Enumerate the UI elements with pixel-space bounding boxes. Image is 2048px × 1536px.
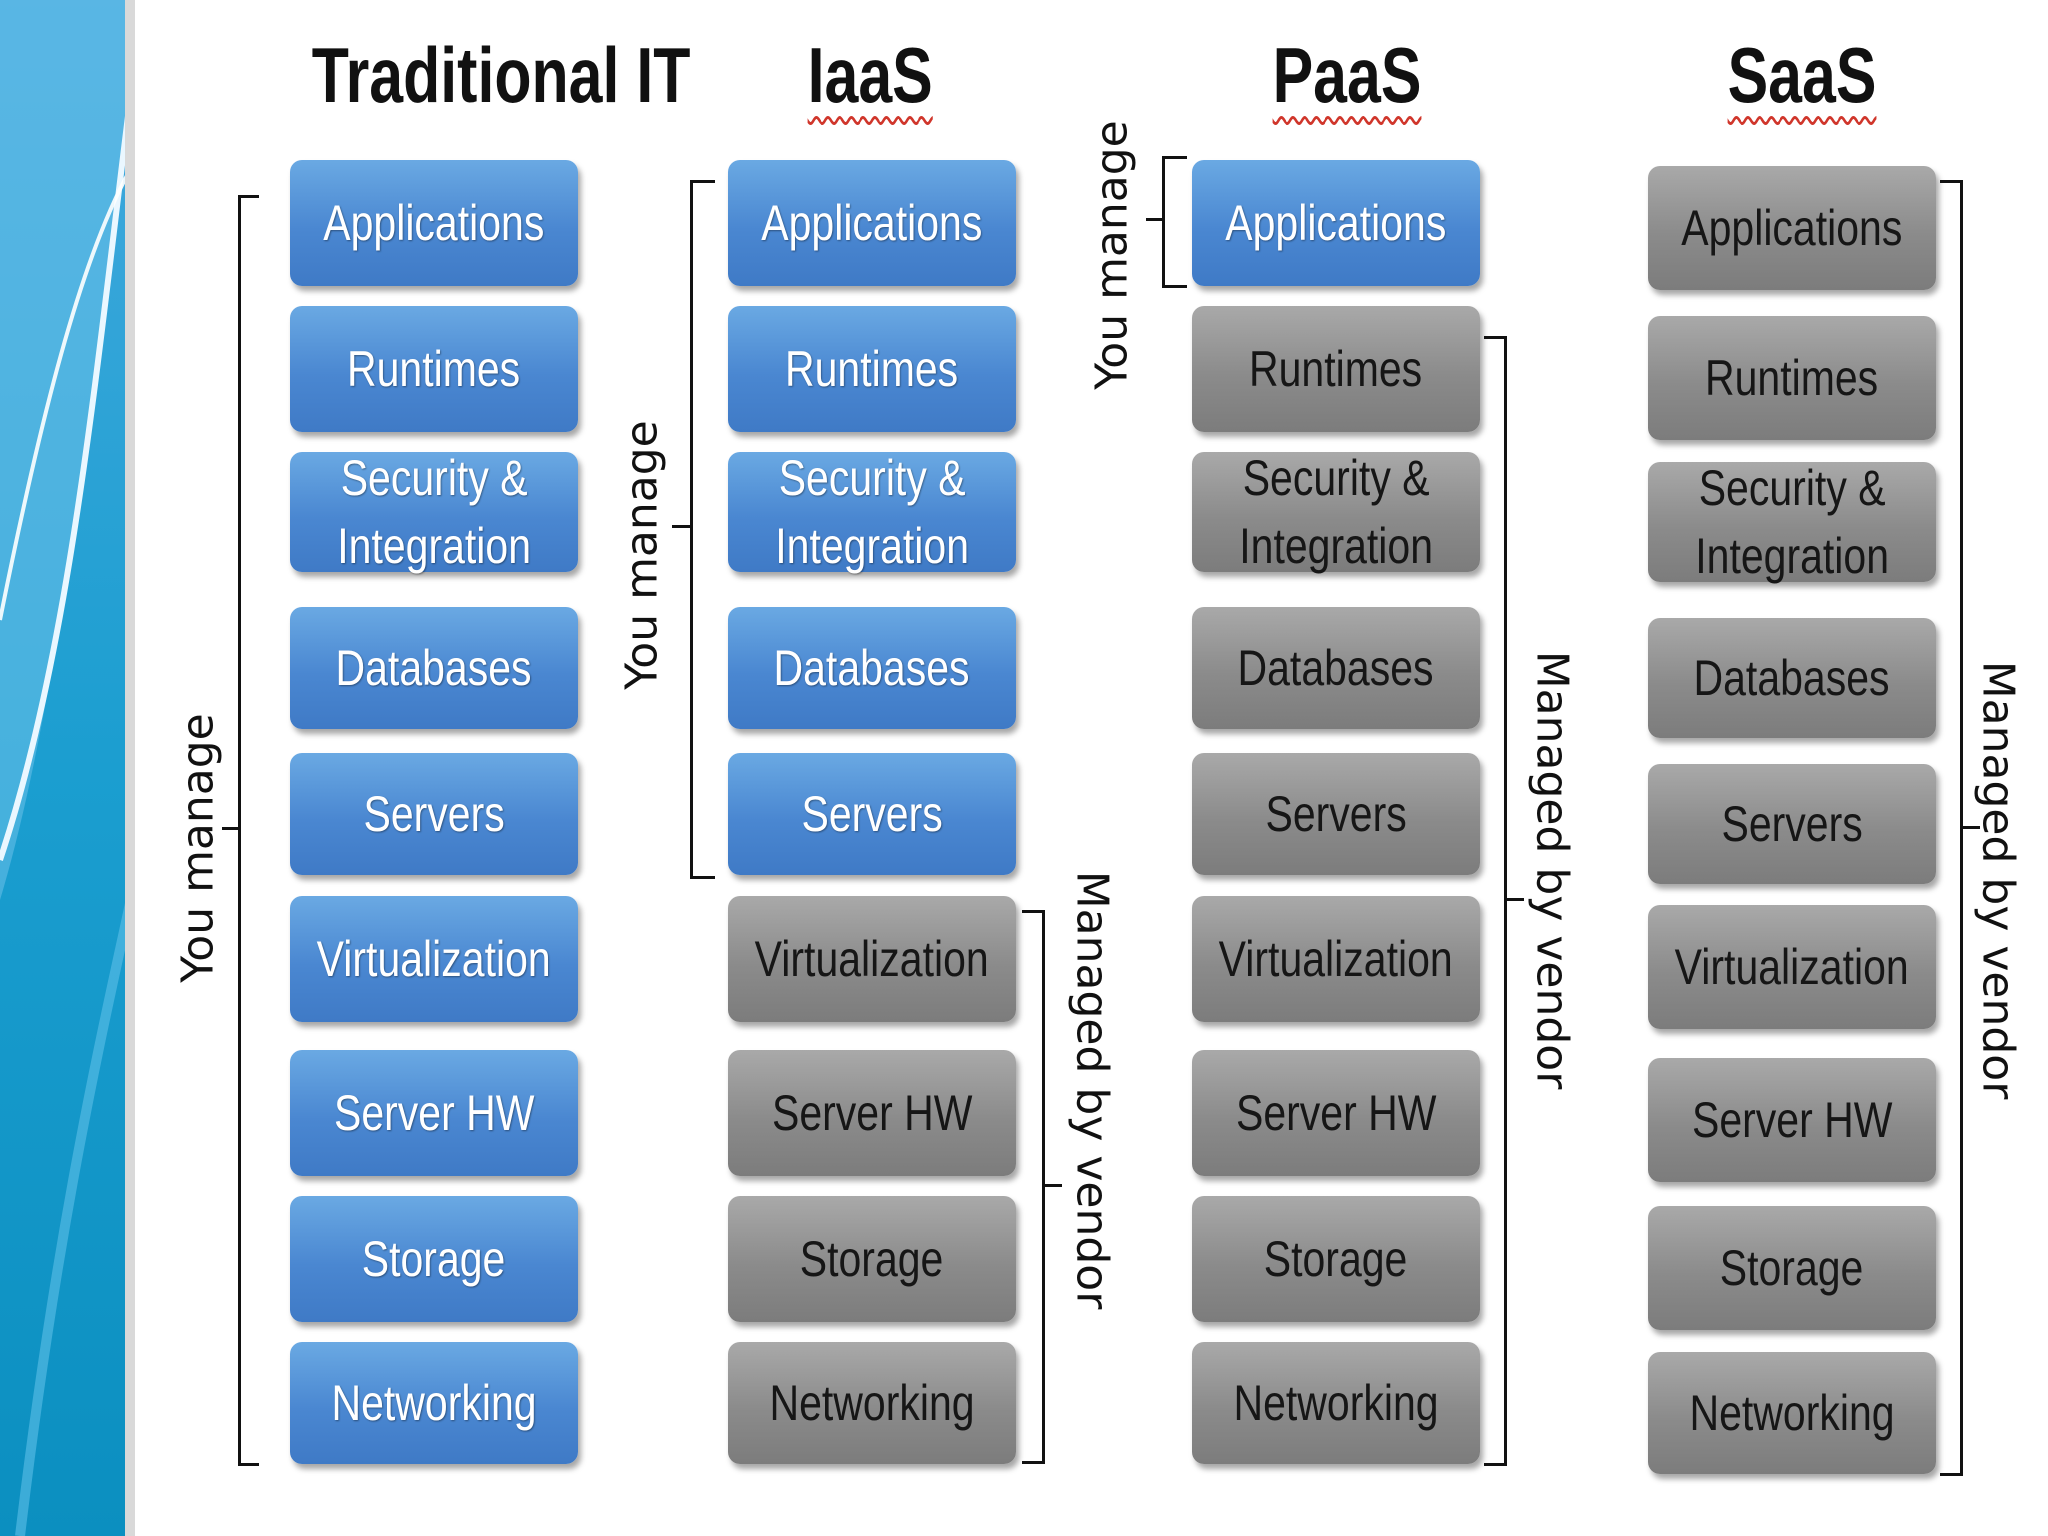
paas-server-hw-box: Server HW xyxy=(1192,1050,1480,1176)
iaas-servers-box: Servers xyxy=(728,753,1016,875)
paas-vendor-bracket xyxy=(1484,336,1507,1466)
bracket-tick xyxy=(1146,218,1164,221)
box-label: Security & Integration xyxy=(337,450,531,574)
saas-storage-box: Storage xyxy=(1648,1206,1936,1330)
title-traditional-it: Traditional IT xyxy=(311,31,691,119)
paas-servers-box: Servers xyxy=(1192,753,1480,875)
box-label: Server HW xyxy=(1235,1085,1437,1141)
box-label: Runtimes xyxy=(785,341,959,397)
box-label: Databases xyxy=(1693,650,1891,706)
trad-you-manage-bracket xyxy=(238,195,259,1466)
paas-networking-box: Networking xyxy=(1192,1342,1480,1464)
trad-server-hw-box: Server HW xyxy=(290,1050,578,1176)
paas-virtualization-box: Virtualization xyxy=(1192,896,1480,1022)
title-saas: SaaS xyxy=(1727,31,1877,119)
trad-servers-box: Servers xyxy=(290,753,578,875)
box-label: Servers xyxy=(1721,796,1863,852)
box-label: Networking xyxy=(331,1375,537,1431)
box-label: Virtualization xyxy=(1218,931,1453,987)
box-label: Databases xyxy=(1237,640,1435,696)
iaas-you-manage-bracket xyxy=(690,180,715,879)
box-label: Applications xyxy=(1225,195,1447,251)
saas-managed-by-vendor-label: Managed by vendor xyxy=(1972,660,2024,1100)
iaas-server-hw-box: Server HW xyxy=(728,1050,1016,1176)
trad-security-box: Security & Integration xyxy=(290,450,578,574)
iaas-security-box: Security & Integration xyxy=(728,450,1016,574)
paas-storage-box: Storage xyxy=(1192,1196,1480,1322)
box-label: Servers xyxy=(1265,786,1407,842)
box-label: Virtualization xyxy=(1674,939,1909,995)
trad-virtualization-box: Virtualization xyxy=(290,896,578,1022)
iaas-runtimes-box: Runtimes xyxy=(728,306,1016,432)
saas-networking-box: Networking xyxy=(1648,1352,1936,1474)
box-label: Virtualization xyxy=(754,931,989,987)
box-label: Security & Integration xyxy=(1239,450,1433,574)
trad-storage-box: Storage xyxy=(290,1196,578,1322)
iaas-virtualization-box: Virtualization xyxy=(728,896,1016,1022)
box-label: Security & Integration xyxy=(775,450,969,574)
iaas-databases-box: Databases xyxy=(728,607,1016,729)
box-label: Applications xyxy=(761,195,983,251)
saas-applications-box: Applications xyxy=(1648,166,1936,290)
saas-server-hw-box: Server HW xyxy=(1648,1058,1936,1182)
box-label: Networking xyxy=(769,1375,975,1431)
box-label: Applications xyxy=(1681,200,1903,256)
paas-runtimes-box: Runtimes xyxy=(1192,306,1480,432)
trad-databases-box: Databases xyxy=(290,607,578,729)
paas-you-manage-bracket xyxy=(1162,156,1187,288)
box-label: Servers xyxy=(801,786,943,842)
paas-applications-box: Applications xyxy=(1192,160,1480,286)
paas-security-box: Security & Integration xyxy=(1192,450,1480,574)
box-label: Storage xyxy=(1264,1231,1408,1287)
paas-you-manage-label: You manage xyxy=(1086,120,1138,390)
box-label: Security & Integration xyxy=(1695,460,1889,584)
box-label: Server HW xyxy=(333,1085,535,1141)
box-label: Networking xyxy=(1689,1385,1895,1441)
iaas-managed-by-vendor-label: Managed by vendor xyxy=(1066,870,1118,1310)
trad-you-manage-label: You manage xyxy=(172,713,224,983)
saas-runtimes-box: Runtimes xyxy=(1648,316,1936,440)
trad-runtimes-box: Runtimes xyxy=(290,306,578,432)
bracket-tick xyxy=(222,827,240,830)
paas-managed-by-vendor-label: Managed by vendor xyxy=(1526,650,1578,1090)
saas-databases-box: Databases xyxy=(1648,618,1936,738)
iaas-networking-box: Networking xyxy=(728,1342,1016,1464)
box-label: Storage xyxy=(1720,1240,1864,1296)
title-paas: PaaS xyxy=(1272,31,1422,119)
box-label: Server HW xyxy=(1691,1092,1893,1148)
trad-applications-box: Applications xyxy=(290,160,578,286)
box-label: Databases xyxy=(335,640,533,696)
iaas-vendor-bracket xyxy=(1022,910,1045,1464)
iaas-you-manage-label: You manage xyxy=(616,420,668,690)
box-label: Storage xyxy=(362,1231,506,1287)
box-label: Runtimes xyxy=(1705,350,1879,406)
box-label: Applications xyxy=(323,195,545,251)
bracket-tick xyxy=(672,525,692,528)
bracket-tick xyxy=(1504,898,1524,901)
box-label: Runtimes xyxy=(1249,341,1423,397)
bracket-tick xyxy=(1960,826,1980,829)
box-label: Virtualization xyxy=(316,931,551,987)
trad-networking-box: Networking xyxy=(290,1342,578,1464)
saas-virtualization-box: Virtualization xyxy=(1648,905,1936,1029)
bracket-tick xyxy=(1042,1184,1062,1187)
box-label: Servers xyxy=(363,786,505,842)
saas-security-box: Security & Integration xyxy=(1648,460,1936,584)
box-label: Databases xyxy=(773,640,971,696)
iaas-applications-box: Applications xyxy=(728,160,1016,286)
box-label: Runtimes xyxy=(347,341,521,397)
decorative-left-strip xyxy=(0,0,135,1536)
iaas-storage-box: Storage xyxy=(728,1196,1016,1322)
box-label: Networking xyxy=(1233,1375,1439,1431)
paas-databases-box: Databases xyxy=(1192,607,1480,729)
saas-servers-box: Servers xyxy=(1648,764,1936,884)
box-label: Server HW xyxy=(771,1085,973,1141)
box-label: Storage xyxy=(800,1231,944,1287)
title-iaas: IaaS xyxy=(807,31,933,119)
